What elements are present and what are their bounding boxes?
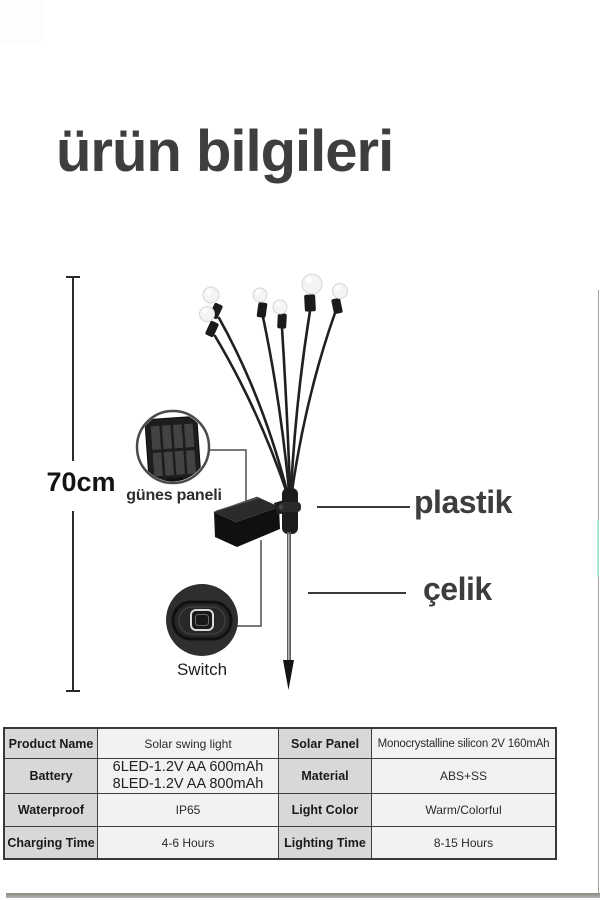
spec-value-battery: 6LED-1.2V AA 600mAh 8LED-1.2V AA 800mAh — [98, 759, 279, 794]
spec-value-solar-panel: Monocrystalline silicon 2V 160mAh — [372, 729, 555, 759]
battery-line-2: 8LED-1.2V AA 800mAh — [112, 776, 264, 792]
spec-label-light-color: Light Color — [279, 794, 372, 827]
spec-label-waterproof: Waterproof — [5, 794, 98, 827]
photo-edge-line — [597, 290, 599, 893]
steel-label: çelik — [423, 571, 492, 607]
switch-callout-line — [237, 540, 262, 627]
corner-artifact — [0, 0, 45, 45]
spec-table: Product Name Solar swing light Solar Pan… — [3, 727, 557, 860]
spec-label-battery: Battery — [5, 759, 98, 794]
spec-label-solar-panel: Solar Panel — [279, 729, 372, 759]
plastic-hub — [278, 488, 301, 534]
spec-label-product-name: Product Name — [5, 729, 98, 759]
switch-label: Switch — [176, 660, 228, 679]
battery-line-1: 6LED-1.2V AA 600mAh — [112, 759, 264, 775]
solar-panel-inset-icon — [135, 409, 211, 485]
spec-value-charging-time: 4-6 Hours — [98, 827, 279, 858]
steel-stake — [283, 532, 294, 690]
solar-panel-label: günes paneli — [126, 487, 222, 504]
bulb-sockets — [205, 294, 343, 338]
callout-lines — [207, 449, 410, 627]
spec-label-material: Material — [279, 759, 372, 794]
lamp-stems — [213, 309, 337, 495]
switch-inset-icon — [166, 584, 238, 656]
spec-value-light-color: Warm/Colorful — [372, 794, 555, 827]
light-bulbs — [199, 273, 348, 322]
solar-panel-box — [213, 496, 287, 547]
plastic-label: plastik — [414, 484, 512, 520]
spec-label-lighting-time: Lighting Time — [279, 827, 372, 858]
bottom-edge-bar — [6, 893, 600, 898]
solar-panel-callout-line — [207, 449, 247, 502]
photo-edge-cyan-artifact — [596, 520, 599, 577]
spec-value-waterproof: IP65 — [98, 794, 279, 827]
spec-value-lighting-time: 8-15 Hours — [372, 827, 555, 858]
spec-label-charging-time: Charging Time — [5, 827, 98, 858]
height-measure-line-icon — [66, 276, 80, 692]
height-label: 70cm — [46, 467, 116, 498]
spec-value-material: ABS+SS — [372, 759, 555, 794]
spec-value-product-name: Solar swing light — [98, 729, 279, 759]
page-title: ürün bilgileri — [56, 119, 394, 184]
